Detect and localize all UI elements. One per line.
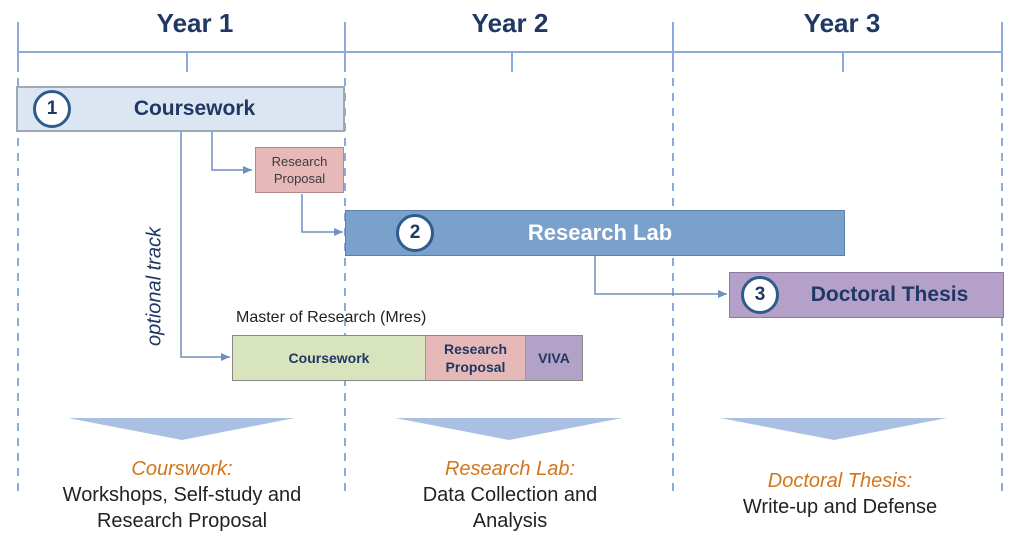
step-2-badge: 2 [396, 214, 434, 252]
mres-coursework: Coursework [233, 336, 425, 380]
year-3-label: Year 3 [803, 8, 881, 38]
doctoral-thesis-label: Doctoral Thesis [810, 283, 969, 306]
chevron-year1 [68, 418, 295, 440]
mres-proposal-line-2: Proposal [445, 359, 506, 375]
arrow-optional-track [180, 132, 230, 361]
year-1-label: Year 1 [156, 8, 234, 38]
step-1-badge: 1 [33, 90, 71, 128]
stage-research-lab-desc-1: Data Collection and [422, 484, 598, 506]
mres-research-proposal: Research Proposal [425, 336, 525, 380]
year-2-label: Year 2 [471, 8, 549, 38]
research-proposal-box: Research Proposal [255, 147, 344, 193]
mres-title: Master of Research (Mres) [236, 309, 427, 326]
mres-bar: Coursework Research Proposal VIVA [232, 335, 583, 381]
stage-thesis-desc-1: Write-up and Defense [742, 496, 938, 518]
stage-research-lab-desc-2: Analysis [472, 510, 548, 532]
stage-research-lab-summary: Research Lab: Data Collection and Analys… [360, 456, 660, 534]
stage-thesis-summary: Doctoral Thesis: Write-up and Defense [690, 468, 990, 520]
stage-coursework-desc-1: Workshops, Self-study and [62, 484, 302, 506]
stage-thesis-title: Doctoral Thesis: [767, 470, 913, 492]
stage-coursework-title: Courswork: [131, 458, 233, 480]
mres-proposal-line-1: Research [443, 341, 508, 357]
arrow-proposal-to-lab [301, 194, 343, 236]
stage-research-lab-title: Research Lab: [444, 458, 576, 480]
chevron-year2 [395, 418, 622, 440]
proposal-line-2: Proposal [273, 171, 326, 186]
stage-coursework-summary: Courswork: Workshops, Self-study and Res… [32, 456, 332, 534]
coursework-label: Coursework [133, 97, 256, 120]
stage-coursework-desc-2: Research Proposal [96, 510, 268, 532]
optional-track-label: optional track [143, 227, 166, 346]
arrow-lab-to-thesis [594, 256, 727, 298]
arrow-coursework-to-proposal [211, 132, 252, 174]
chevron-year3 [720, 418, 947, 440]
step-3-badge: 3 [741, 276, 779, 314]
mres-viva: VIVA [525, 336, 582, 380]
proposal-line-1: Research [271, 154, 328, 169]
research-lab-label: Research Lab [527, 220, 673, 245]
